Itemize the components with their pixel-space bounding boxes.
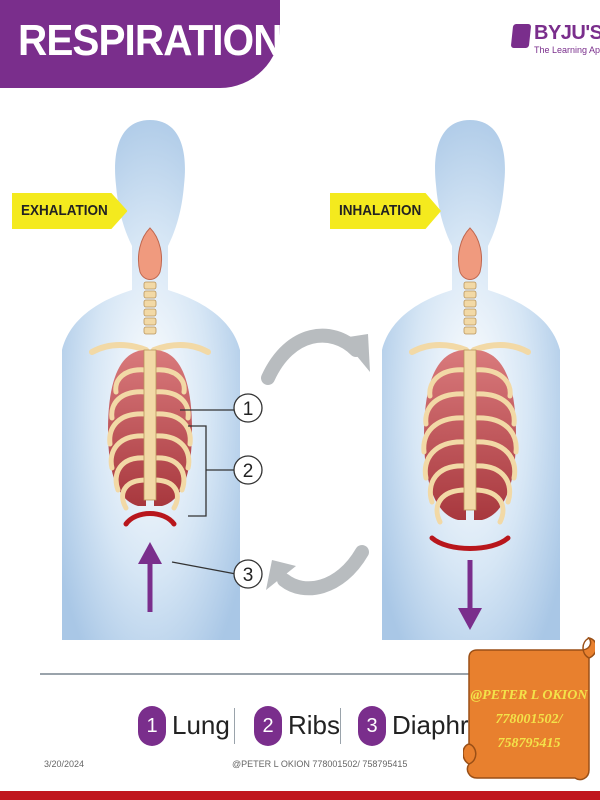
callout-1: 1 <box>243 399 254 420</box>
title-banner: RESPIRATION <box>0 0 282 88</box>
footer-credit: @PETER L OKION 778001502/ 758795415 <box>232 759 408 769</box>
logo-tagline: The Learning App <box>534 45 600 55</box>
legend-divider <box>234 708 235 744</box>
credit-text: @PETER L OKION 778001502/ 758795415 <box>463 684 595 756</box>
cycle-arrows <box>261 328 369 596</box>
respiration-diagram: 1 2 3 <box>62 120 560 640</box>
credit-line-2: 778001502/ 758795415 <box>495 712 563 751</box>
brand-logo: BYJU'S The Learning App <box>510 22 600 68</box>
arrow-head-bottom <box>266 560 296 590</box>
legend-badge: 1 <box>138 706 166 746</box>
page-title: RESPIRATION <box>18 16 282 65</box>
legend-badge: 2 <box>254 706 282 746</box>
legend-badge: 3 <box>358 706 386 746</box>
footer-date: 3/20/2024 <box>44 759 85 769</box>
divider <box>40 673 580 675</box>
logo-name: BYJU'S <box>534 22 600 44</box>
callout-3: 3 <box>243 565 254 586</box>
bottom-bar <box>0 791 600 800</box>
callout-numbers: 1 2 3 <box>233 393 263 589</box>
inhalation-tag: INHALATION <box>330 193 442 229</box>
callout-2: 2 <box>243 461 254 482</box>
exhalation-tag: EXHALATION <box>12 193 128 229</box>
inhalation-body <box>382 120 560 640</box>
scroll-shape <box>462 636 598 781</box>
legend-label: Lung <box>172 710 230 740</box>
arrow-head-top <box>342 334 370 372</box>
callout-lines <box>171 409 237 575</box>
legend-divider <box>340 708 341 744</box>
credit-line-1: @PETER L OKION <box>470 688 588 703</box>
exhalation-body <box>62 120 240 640</box>
legend-label: Ribs <box>288 710 341 740</box>
credit-scroll: @PETER L OKION 778001502/ 758795415 <box>462 628 598 788</box>
